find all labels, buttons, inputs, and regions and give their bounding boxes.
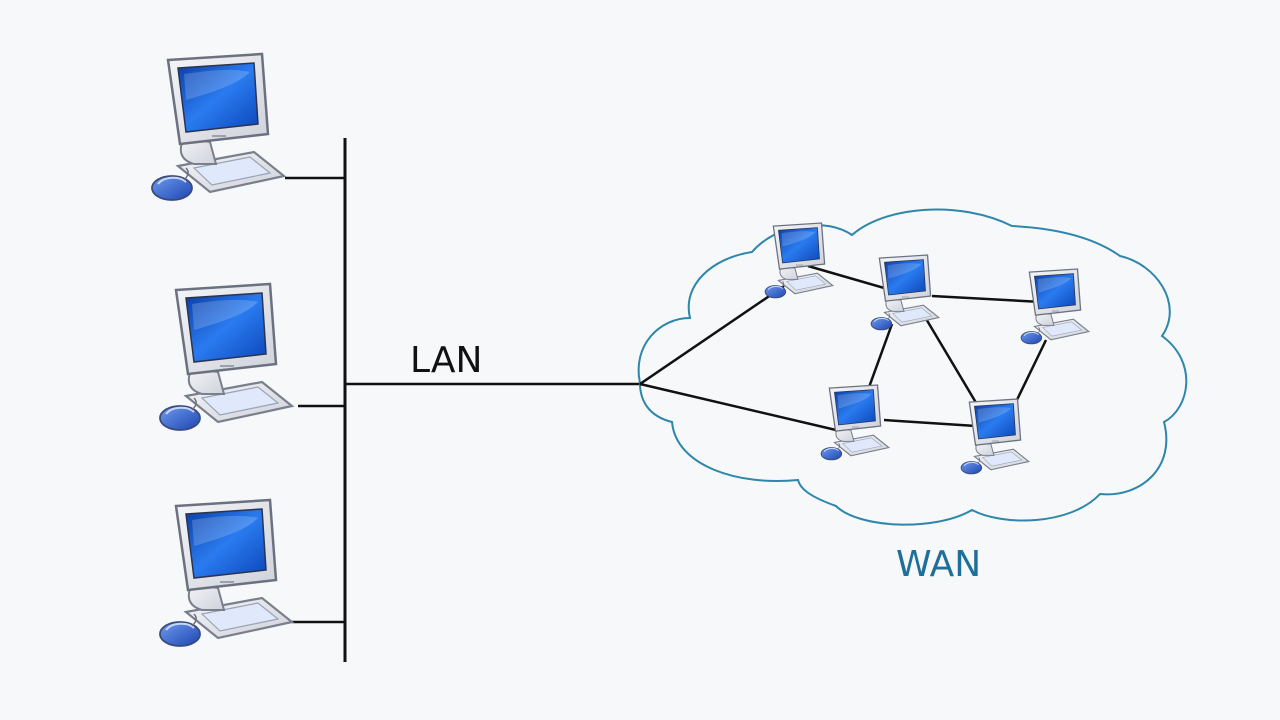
wan-link <box>931 294 1043 304</box>
lan-label: LAN <box>410 340 482 381</box>
wan-links <box>639 264 1048 432</box>
desktop-computer-icon <box>158 498 294 648</box>
wan-link <box>1012 339 1048 407</box>
desktop-computer-icon <box>150 52 286 202</box>
wan-link <box>866 323 894 391</box>
wan-link <box>639 382 837 432</box>
lan-bus <box>285 138 640 662</box>
wan-link <box>639 284 785 386</box>
wan-label: WAN <box>896 544 981 585</box>
wan-link <box>883 418 977 428</box>
wan-link <box>920 311 980 407</box>
desktop-computer-icon <box>158 282 294 432</box>
